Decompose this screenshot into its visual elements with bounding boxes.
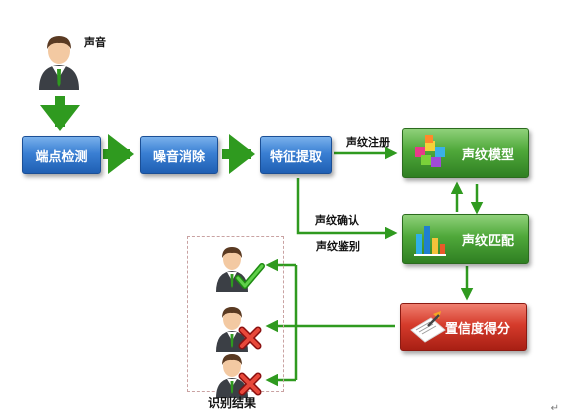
identify-edge-label: 声纹鉴别 bbox=[316, 240, 360, 253]
confirm-edge-label: 声纹确认 bbox=[315, 214, 359, 227]
confidence-score-label: 置信度得分 bbox=[444, 321, 510, 337]
bar-chart-icon bbox=[414, 226, 446, 256]
source-label: 声音 bbox=[84, 36, 106, 49]
voiceprint-model-node: 声纹模型 bbox=[402, 128, 529, 178]
check-icon bbox=[235, 263, 265, 289]
result-person-1 bbox=[216, 247, 265, 292]
voiceprint-model-label: 声纹模型 bbox=[461, 147, 514, 163]
result-person-2 bbox=[216, 307, 262, 352]
arrow-feature-to-match bbox=[296, 178, 398, 240]
document-pen-icon bbox=[410, 311, 446, 343]
endpoint-detection-node: 端点检测 bbox=[22, 136, 101, 174]
cubes-icon bbox=[415, 135, 445, 167]
speaker-person-icon bbox=[39, 36, 79, 90]
result-label: 识别结果 bbox=[208, 396, 257, 410]
voiceprint-match-node: 声纹匹配 bbox=[402, 214, 529, 264]
cross-icon bbox=[238, 326, 262, 350]
voiceprint-match-label: 声纹匹配 bbox=[461, 233, 514, 249]
confidence-score-node: 置信度得分 bbox=[400, 303, 527, 351]
paragraph-mark: ↵ bbox=[550, 403, 559, 414]
result-person-3 bbox=[216, 354, 262, 398]
register-edge-label: 声纹注册 bbox=[346, 136, 390, 149]
cross-icon bbox=[238, 372, 262, 396]
noise-removal-node: 噪音消除 bbox=[140, 136, 218, 174]
feature-extraction-node: 特征提取 bbox=[260, 136, 332, 174]
